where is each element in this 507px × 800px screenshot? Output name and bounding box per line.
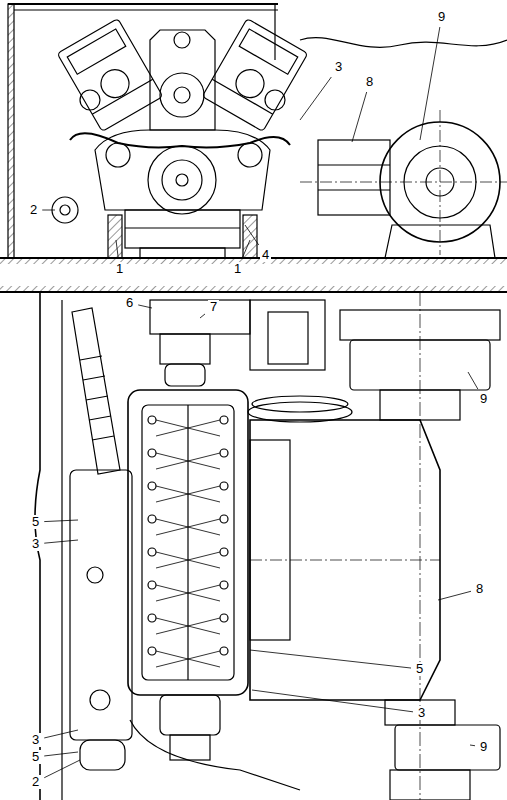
leader-line xyxy=(116,240,118,259)
leader-line xyxy=(468,372,478,389)
leader-line xyxy=(420,27,440,140)
leader-line xyxy=(242,240,250,259)
callout-number: 8 xyxy=(474,582,485,596)
callout-number: 9 xyxy=(436,10,447,24)
callout-number: 3 xyxy=(30,733,41,747)
callout-number: 3 xyxy=(416,706,427,720)
callout-number: 5 xyxy=(30,515,41,529)
callout-number: 3 xyxy=(30,537,41,551)
callout-number: 5 xyxy=(30,750,41,764)
leader-line xyxy=(300,77,331,120)
callout-number: 1 xyxy=(232,262,243,276)
leader-line xyxy=(44,520,78,522)
leader-line xyxy=(44,730,78,738)
front-view xyxy=(0,4,507,264)
callout-number: 1 xyxy=(114,262,125,276)
leader-line xyxy=(44,540,78,543)
callout-number: 5 xyxy=(414,662,425,676)
callout-number: 8 xyxy=(364,75,375,89)
callout-number: 9 xyxy=(478,392,489,406)
callout-number: 4 xyxy=(260,248,271,262)
leader-line xyxy=(138,305,152,308)
callout-number: 2 xyxy=(28,203,39,217)
leader-line xyxy=(438,591,471,600)
callout-number: 9 xyxy=(478,740,489,754)
callout-number: 7 xyxy=(208,300,219,314)
plan-view xyxy=(0,286,507,800)
callout-number: 2 xyxy=(30,775,41,789)
leader-line xyxy=(252,690,413,712)
callout-number: 3 xyxy=(333,60,344,74)
leader-line xyxy=(42,210,55,211)
leader-line xyxy=(245,225,259,245)
callout-number: 6 xyxy=(124,296,135,310)
leader-line xyxy=(44,760,80,778)
leader-line xyxy=(44,752,78,756)
leader-line xyxy=(200,314,205,318)
leader-line xyxy=(352,92,367,142)
leader-line xyxy=(470,745,475,747)
leader-line xyxy=(250,650,411,668)
